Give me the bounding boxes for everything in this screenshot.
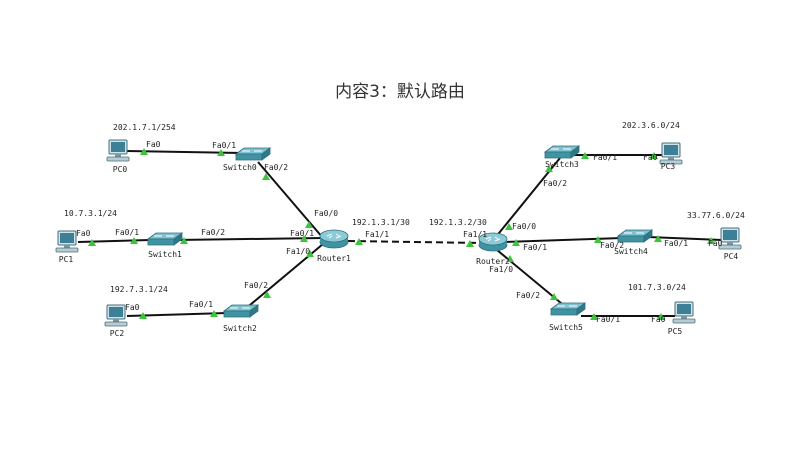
port-label: Fa0 [643,153,658,162]
switch5-label: Switch5 [549,323,583,332]
switch1-label: Switch1 [148,250,182,259]
port-indicator [590,313,598,320]
pc5-label: PC5 [668,327,683,336]
port-labels: Fa0 Fa0/1 Fa0/2 Fa0/0 Fa0 Fa0/1 Fa0/2 Fa… [76,140,723,324]
switch1-device[interactable] [147,232,183,246]
pc2-label: PC2 [110,329,125,338]
switch4-label: Switch4 [614,247,648,256]
network-label-pc5: 101.7.3.0/24 [628,283,686,292]
port-indicator [506,255,514,262]
port-label: Fa0/2 [600,241,624,250]
port-label: Fa0/1 [596,315,620,324]
diagram-title: 内容3：默认路由 [335,82,465,102]
pc3-label: PC3 [661,162,676,171]
router1-label: Router1 [317,254,351,263]
port-label: Fa0/1 [115,228,139,237]
port-indicator [355,238,363,245]
port-label: Fa1/0 [489,265,513,274]
switch3-device[interactable] [544,145,580,159]
switch2-device[interactable] [223,304,259,318]
port-indicator [305,221,313,228]
link-switch0-router1 [257,161,324,239]
port-indicator [130,237,138,244]
link-pc1-switch1 [77,239,151,243]
switch2-label: Switch2 [223,324,257,333]
pc2-device[interactable] [104,304,128,327]
pc0-device[interactable] [106,139,130,162]
switch0-label: Switch0 [223,163,257,172]
port-indicator [707,237,715,244]
port-indicator [657,313,665,320]
port-indicator [512,239,520,246]
port-indicator [545,165,553,172]
port-label: Fa0/0 [314,209,338,218]
pc1-label: PC1 [59,255,74,264]
port-label: Fa0 [651,315,666,324]
port-label: Fa1/1 [463,230,487,239]
port-indicator [262,173,270,180]
port-indicator [550,293,558,300]
pc5-device[interactable] [672,301,696,324]
port-label: Fa1/0 [286,247,310,256]
port-indicator [650,152,658,159]
port-label: Fa0/2 [543,179,567,188]
port-indicator [217,149,225,156]
port-label: Fa0 [125,303,140,312]
port-indicator [263,291,271,298]
link-router1-router2-serial [347,240,484,244]
link-switch1-router1 [175,237,324,241]
port-label: Fa0/2 [264,163,288,172]
port-indicator [88,239,96,246]
switch0-device[interactable] [235,147,271,161]
pc0-label: PC0 [113,165,128,174]
port-label: Fa0 [76,229,91,238]
port-label: Fa0 [146,140,161,149]
port-label: Fa0/1 [189,300,213,309]
port-label: Fa0/2 [201,228,225,237]
port-label: Fa0/1 [664,239,688,248]
network-label-router2-serial: 192.1.3.2/30 [429,218,487,227]
router1-device[interactable] [319,229,349,249]
router2-label: Router2 [476,257,510,266]
pc4-label: PC4 [724,252,739,261]
port-indicator [180,237,188,244]
port-label: Fa0/0 [512,222,536,231]
port-indicator [581,152,589,159]
port-indicator [139,312,147,319]
network-label-pc4: 33.77.6.0/24 [687,211,745,220]
switch3-label: Switch3 [545,160,579,169]
port-label: Fa0/1 [290,229,314,238]
network-label-router1-serial: 192.1.3.1/30 [352,218,410,227]
network-label-pc2: 192.7.3.1/24 [110,285,168,294]
port-indicators [88,148,715,320]
port-indicator [654,235,662,242]
link-router2-switch4 [504,237,623,243]
port-indicator [300,235,308,242]
port-label: Fa0/2 [516,291,540,300]
port-label: Fa0/1 [523,243,547,252]
port-indicator [306,250,314,257]
port-indicator [140,148,148,155]
pc3-device[interactable] [659,142,683,165]
port-label: Fa0 [708,239,723,248]
pc1-device[interactable] [55,230,79,253]
port-indicator [505,223,513,230]
network-label-pc1: 10.7.3.1/24 [64,209,117,218]
port-label: Fa0/1 [212,141,236,150]
port-label: Fa1/1 [365,230,389,239]
port-label: Fa0/1 [593,153,617,162]
port-indicator [594,236,602,243]
port-label: Fa0/2 [244,281,268,290]
switch5-device[interactable] [550,302,586,316]
port-indicator [210,310,218,317]
network-label-pc0: 202.1.7.1/254 [113,123,176,132]
port-indicator [466,240,474,247]
network-label-pc3: 202.3.6.0/24 [622,121,680,130]
